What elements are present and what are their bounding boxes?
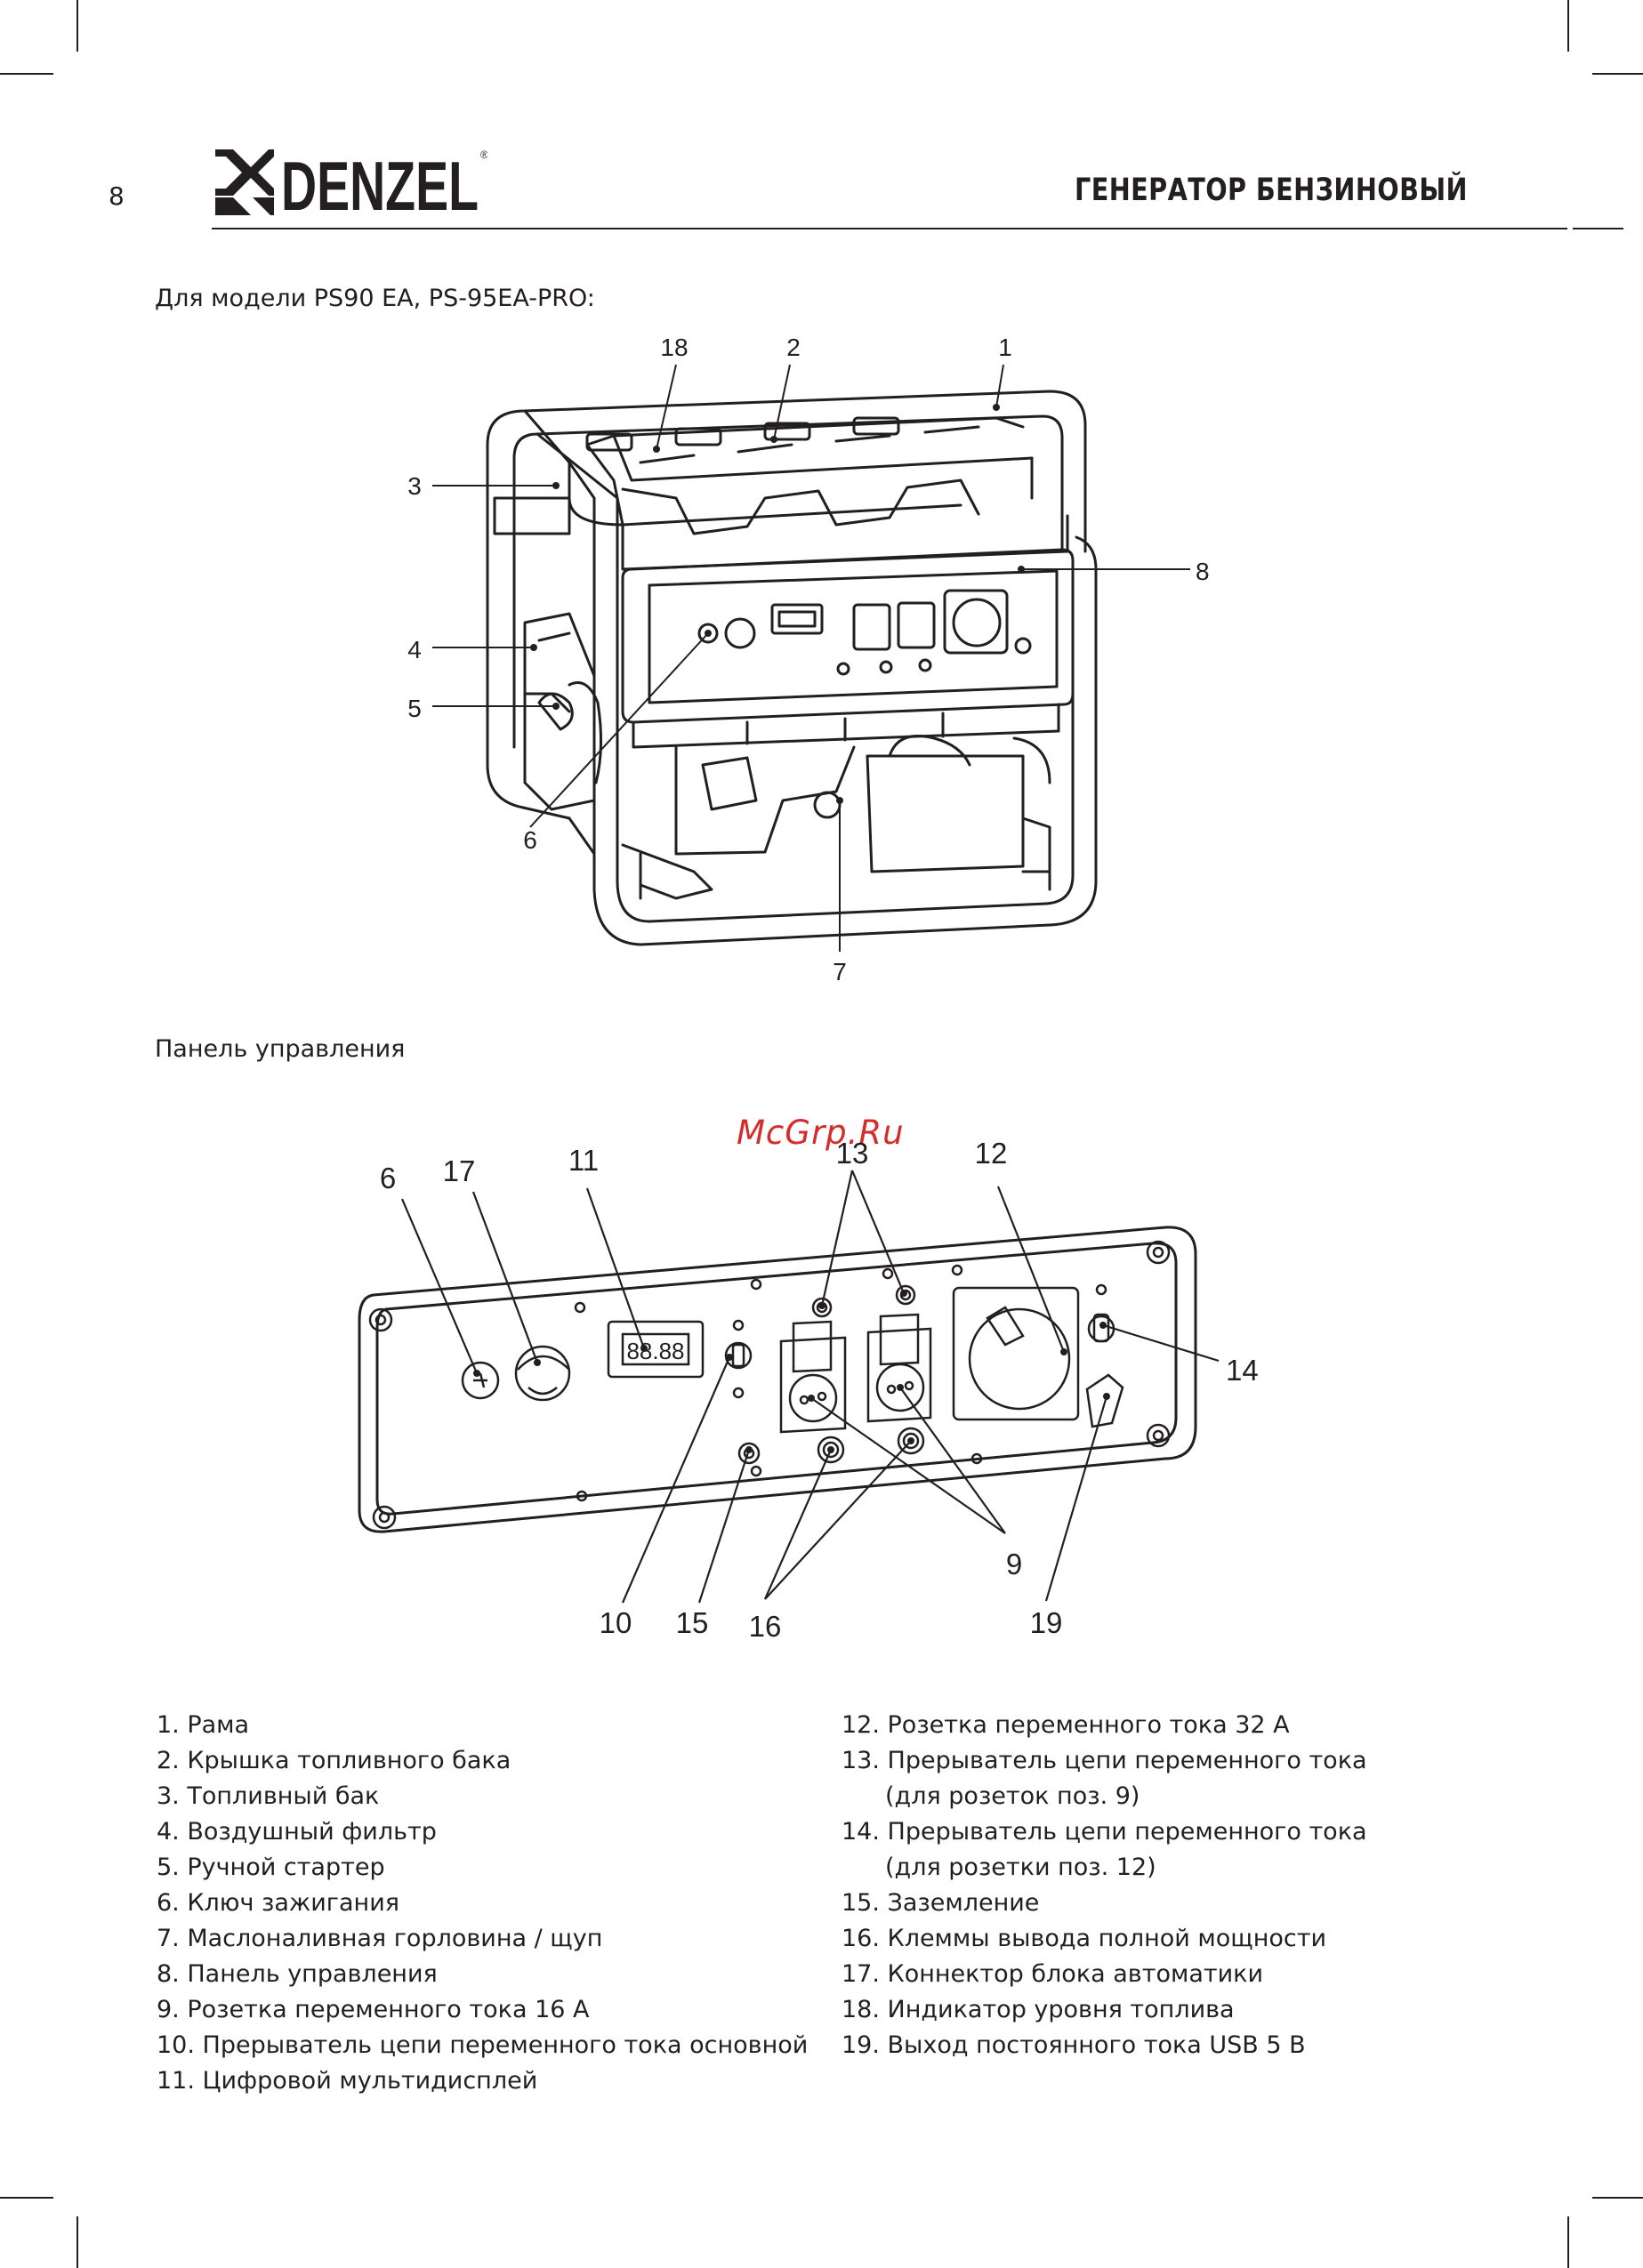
legend-item: 18. Индикатор уровня топлива bbox=[842, 1996, 1235, 2023]
crop-mark bbox=[1567, 2216, 1569, 2268]
legend-item: 17. Коннектор блока автоматики bbox=[842, 1960, 1264, 1988]
display-readout: 88.88 bbox=[626, 1338, 684, 1364]
callout-17: 17 bbox=[443, 1154, 476, 1187]
legend-item: 8. Панель управления bbox=[157, 1960, 438, 1988]
callout-2: 2 bbox=[786, 334, 801, 361]
callout-14: 14 bbox=[1226, 1354, 1259, 1387]
model-caption: Для модели PS90 EA, PS-95EA-PRO: bbox=[155, 285, 595, 312]
crop-mark bbox=[77, 0, 78, 52]
callout-13: 13 bbox=[836, 1137, 869, 1170]
crop-mark bbox=[0, 2197, 53, 2199]
brand-wordmark: DENZEL bbox=[281, 147, 479, 224]
legend-item: 13. Прерыватель цепи переменного тока bbox=[842, 1747, 1367, 1774]
legend-item-continuation: (для розетки поз. 12) bbox=[885, 1854, 1156, 1881]
callout-10: 10 bbox=[600, 1606, 632, 1639]
svg-text:®: ® bbox=[480, 149, 487, 161]
callout-18: 18 bbox=[660, 334, 688, 361]
callout-12: 12 bbox=[975, 1137, 1008, 1170]
crop-mark bbox=[1592, 73, 1643, 75]
callout-4: 4 bbox=[407, 636, 422, 664]
legend-item: 16. Клеммы вывода полной мощности bbox=[842, 1925, 1326, 1952]
legend-right: 12. Розетка переменного тока 32 А 13. Пр… bbox=[842, 1708, 1367, 2063]
legend-item-continuation: (для розеток поз. 9) bbox=[885, 1782, 1140, 1810]
callout-9: 9 bbox=[1006, 1548, 1022, 1580]
header-rule bbox=[1573, 228, 1623, 229]
crop-mark bbox=[1592, 2197, 1643, 2199]
legend-item: 5. Ручной стартер bbox=[157, 1854, 385, 1881]
callout-7: 7 bbox=[833, 958, 847, 985]
header-rule bbox=[212, 228, 1567, 229]
watermark: McGrp.Ru bbox=[737, 1114, 905, 1152]
callout-6: 6 bbox=[523, 826, 537, 854]
crop-mark bbox=[1567, 0, 1569, 52]
legend-item: 11. Цифровой мультидисплей bbox=[157, 2067, 538, 2095]
crop-mark bbox=[77, 2216, 78, 2268]
legend-item: 2. Крышка топливного бака bbox=[157, 1747, 511, 1774]
callout-6: 6 bbox=[380, 1162, 396, 1194]
page-number: 8 bbox=[109, 181, 125, 211]
legend-item: 12. Розетка переменного тока 32 А bbox=[842, 1711, 1290, 1739]
callout-8: 8 bbox=[1196, 558, 1210, 585]
legend-item: 1. Рама bbox=[157, 1711, 250, 1739]
legend-item: 7. Маслоналивная горловина / щуп bbox=[157, 1925, 603, 1952]
callout-11: 11 bbox=[568, 1144, 599, 1177]
brand-logo: DENZEL ® bbox=[215, 147, 487, 224]
legend-item: 14. Прерыватель цепи переменного тока bbox=[842, 1818, 1367, 1846]
legend-item: 19. Выход постоянного тока USB 5 В bbox=[842, 2031, 1306, 2059]
callout-1: 1 bbox=[998, 334, 1012, 361]
callout-16: 16 bbox=[749, 1610, 782, 1643]
legend-item: 4. Воздушный фильтр bbox=[157, 1818, 437, 1846]
panel-caption: Панель управления bbox=[155, 1035, 406, 1063]
callout-5: 5 bbox=[407, 695, 422, 722]
callout-15: 15 bbox=[676, 1606, 709, 1639]
callout-3: 3 bbox=[407, 472, 422, 500]
crop-mark bbox=[0, 73, 53, 75]
legend-item: 6. Ключ зажигания bbox=[157, 1889, 399, 1917]
legend-left: 1. Рама 2. Крышка топливного бака 3. Топ… bbox=[157, 1708, 808, 2099]
legend-item: 10. Прерыватель цепи переменного тока ос… bbox=[157, 2031, 809, 2059]
legend-item: 9. Розетка переменного тока 16 А bbox=[157, 1996, 590, 2023]
callout-19: 19 bbox=[1030, 1606, 1063, 1639]
section-title: ГЕНЕРАТОР БЕНЗИНОВЫЙ bbox=[1075, 173, 1468, 208]
legend-item: 3. Топливный бак bbox=[157, 1782, 380, 1810]
legend-item: 15. Заземление bbox=[842, 1889, 1040, 1917]
